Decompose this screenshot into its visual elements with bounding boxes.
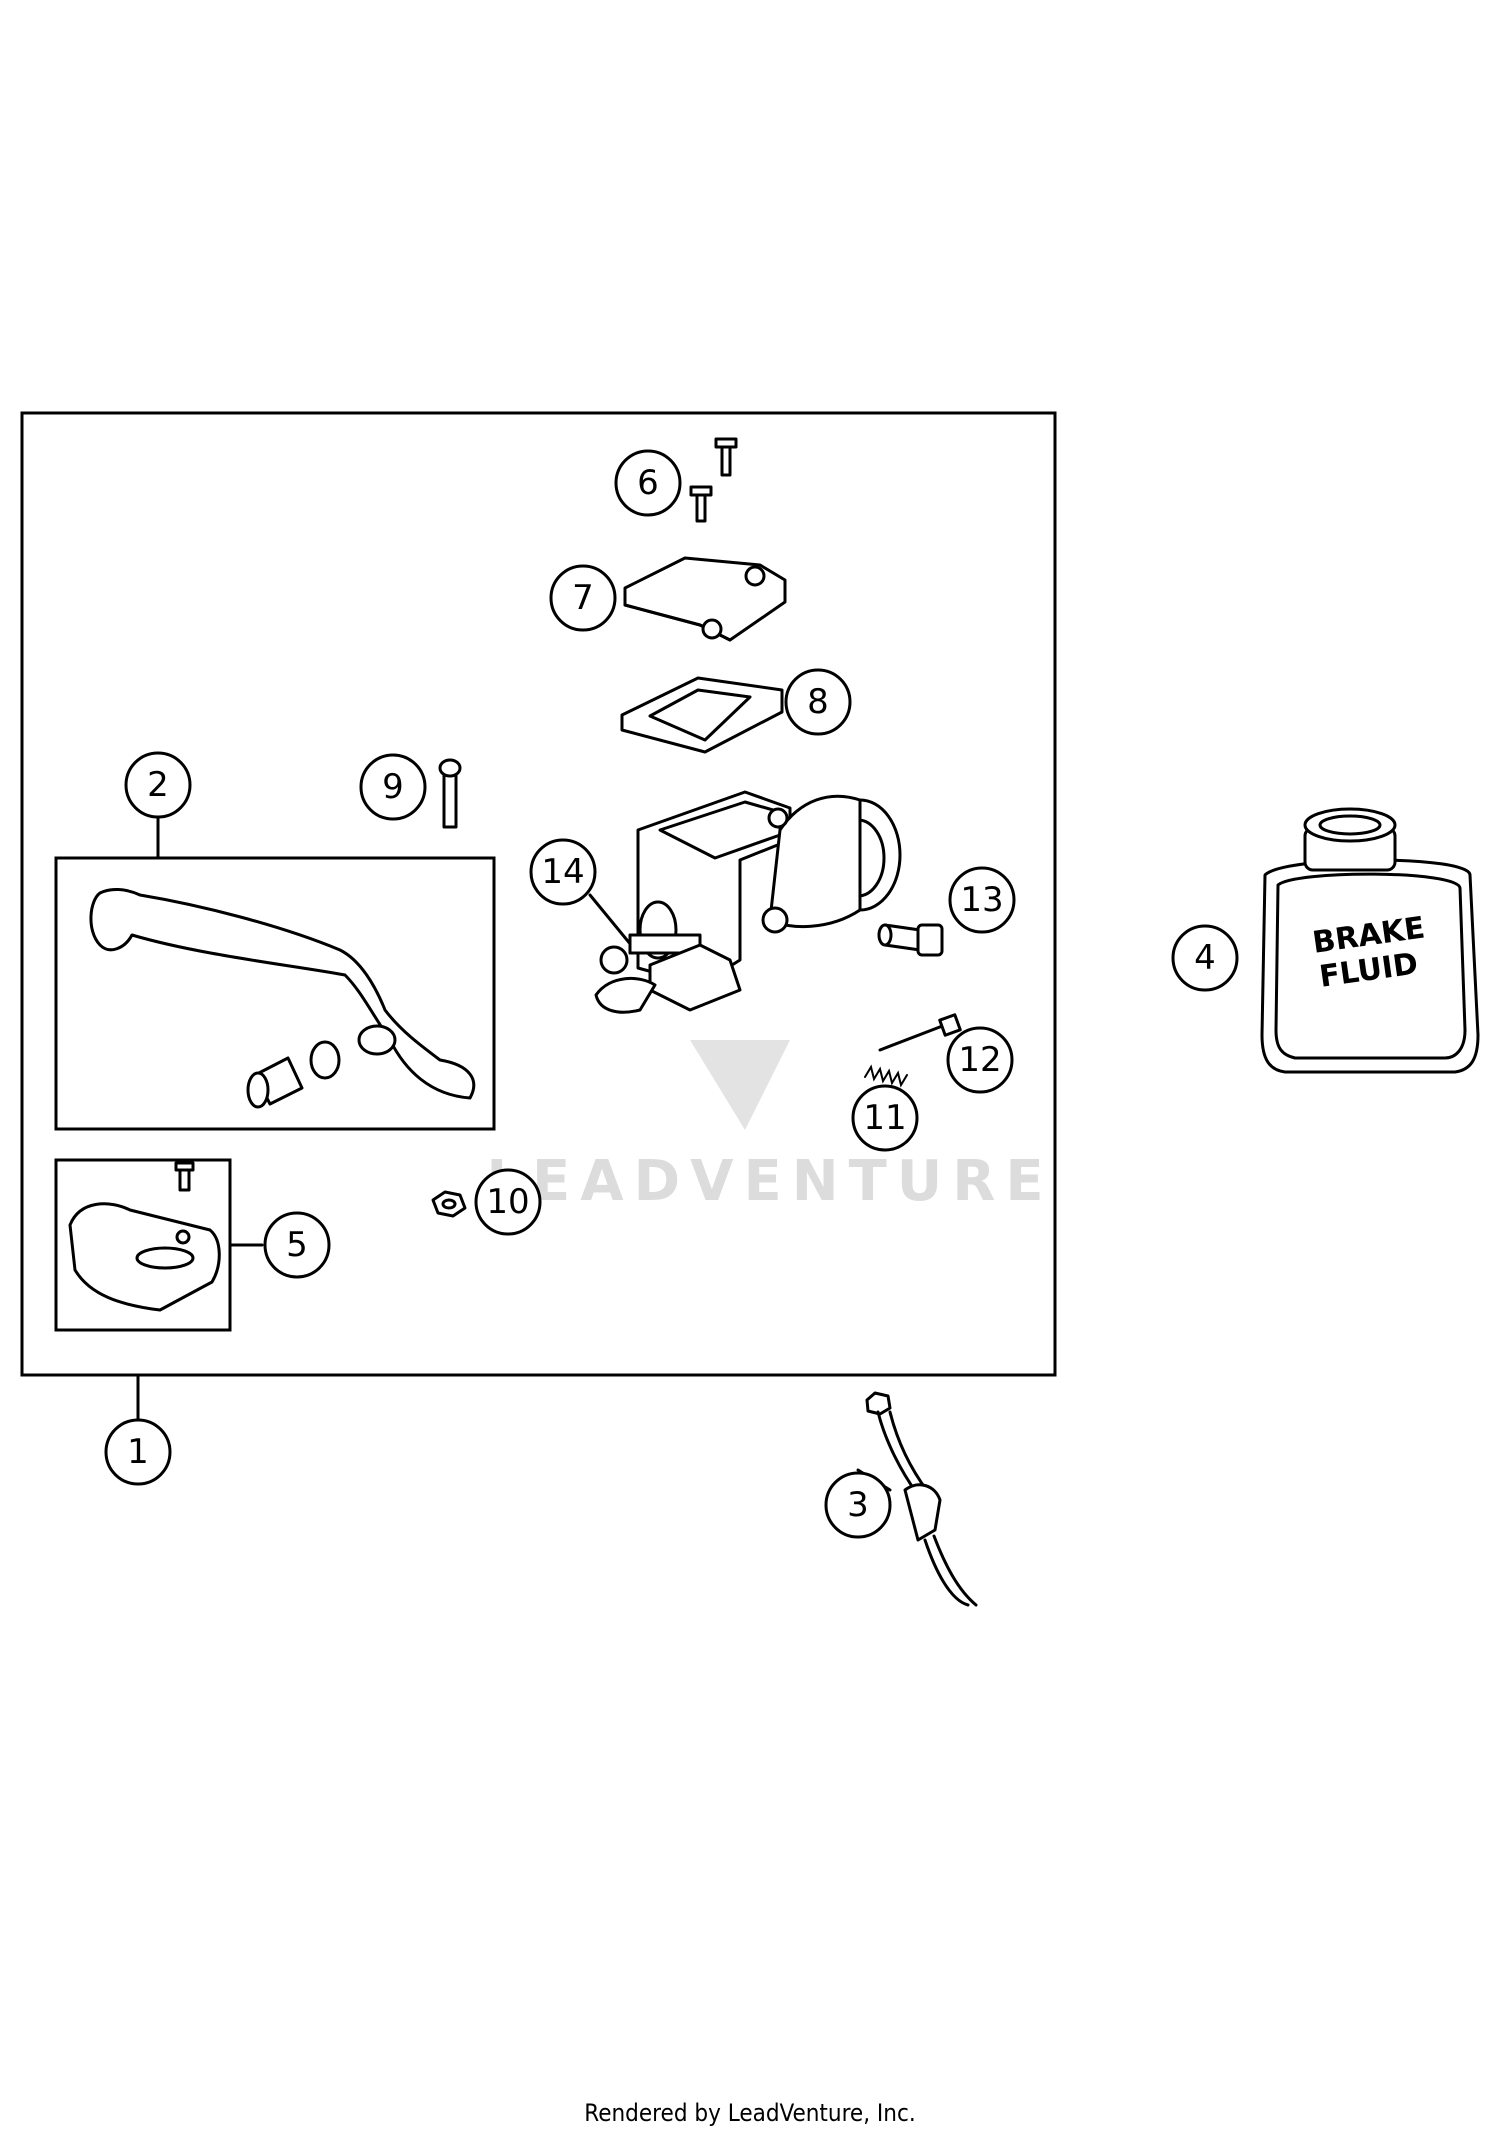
nut (431, 1190, 467, 1218)
callout-8: 8 (784, 668, 852, 736)
master-cylinder (594, 790, 902, 1014)
svg-text:9: 9 (382, 767, 404, 807)
svg-text:8: 8 (807, 682, 829, 722)
watermark-text: LEADVENTURE (486, 1149, 1053, 1214)
callout-11: 11 (851, 1084, 919, 1152)
callout-12: 12 (946, 1026, 1014, 1094)
callout-13: 13 (948, 866, 1016, 934)
svg-text:7: 7 (572, 578, 594, 618)
callout-1: 1 (104, 1418, 172, 1486)
callout-3: 3 (824, 1471, 892, 1539)
svg-text:13: 13 (960, 880, 1003, 920)
svg-text:4: 4 (1194, 938, 1216, 978)
callout-6: 6 (614, 449, 682, 517)
svg-text:2: 2 (147, 765, 169, 805)
callout-10: 10 (474, 1168, 542, 1236)
lever-cover (68, 1161, 221, 1312)
spring (864, 1064, 908, 1088)
brake-hose (865, 1391, 978, 1607)
bleed-bolt (877, 923, 944, 957)
watermark-logo (690, 1040, 790, 1130)
svg-text:12: 12 (958, 1040, 1001, 1080)
adjuster-screw (878, 1013, 962, 1052)
callout-14: 14 (529, 838, 597, 906)
lever-frame (54, 856, 496, 1131)
reservoir-screws (689, 437, 738, 523)
callout-9: 9 (359, 753, 427, 821)
callout-5: 5 (263, 1211, 331, 1279)
svg-text:6: 6 (637, 463, 659, 503)
svg-text:14: 14 (541, 852, 584, 892)
kit-frame (20, 411, 1057, 1377)
watermark: LEADVENTURE (486, 1040, 1053, 1214)
reservoir-cap (623, 556, 787, 642)
diaphragm-seal (620, 676, 784, 754)
svg-text:11: 11 (863, 1098, 906, 1138)
callouts: 1 2 3 4 5 6 7 8 9 10 11 12 13 14 (104, 449, 1239, 1539)
svg-text:3: 3 (847, 1485, 869, 1525)
brake-fluid-can: BRAKE FLUID (1260, 807, 1480, 1074)
svg-text:1: 1 (127, 1432, 149, 1472)
svg-text:5: 5 (286, 1225, 308, 1265)
callout-7: 7 (549, 564, 617, 632)
brake-lever (89, 888, 476, 1109)
lever-pin (438, 758, 462, 829)
footer-credit: Rendered by LeadVenture, Inc. (584, 2099, 916, 2127)
callout-2: 2 (124, 751, 192, 819)
svg-text:10: 10 (486, 1182, 529, 1222)
callout-4: 4 (1171, 924, 1239, 992)
